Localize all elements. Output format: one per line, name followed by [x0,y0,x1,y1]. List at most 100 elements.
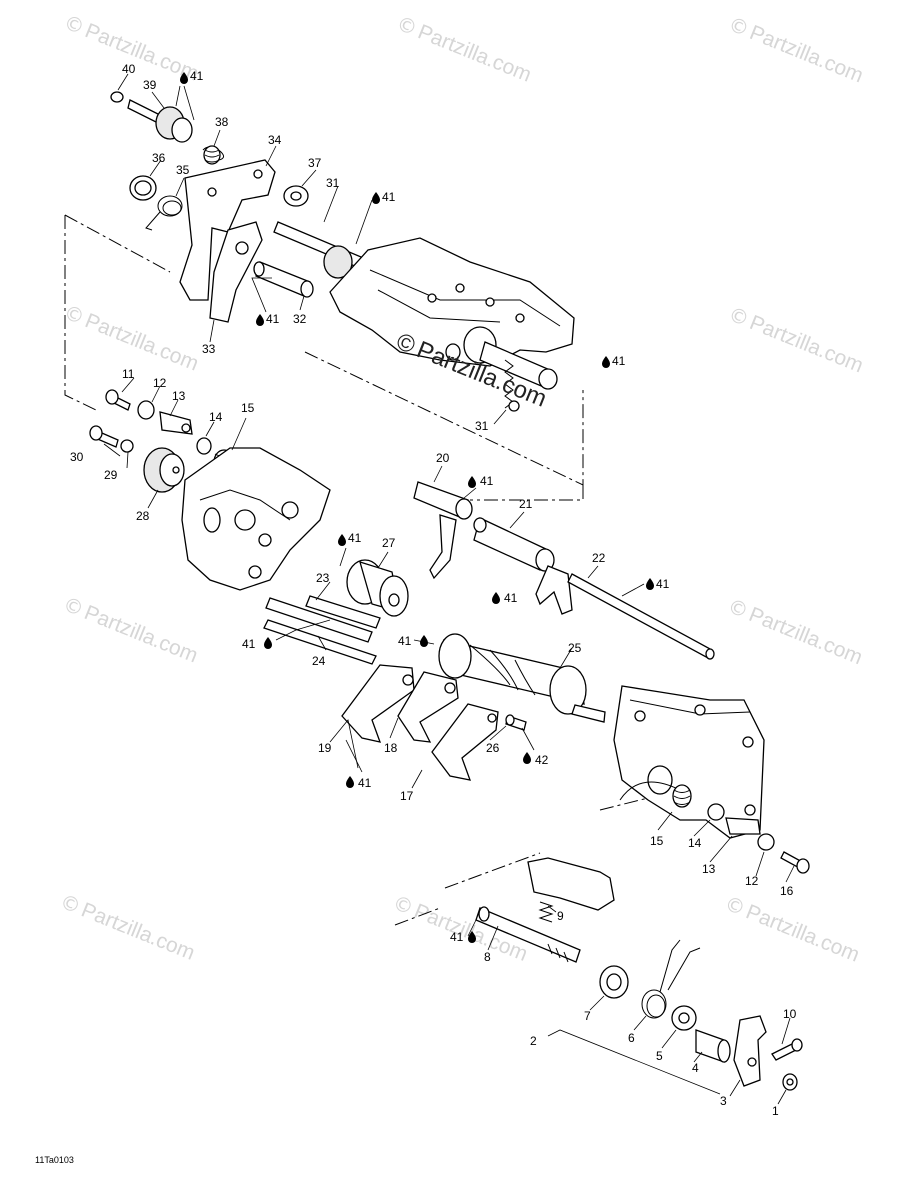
oil-drop-icon [346,776,354,788]
callout-labels: 40 39 41 38 36 35 34 37 31 41 41 32 33 4… [70,62,797,1118]
lower-shift-shaft [475,857,803,1091]
callout-23: 23 [316,571,330,585]
callout-29: 29 [104,468,118,482]
callout-41: 41 [348,531,362,545]
watermark: Partzilla.com [78,898,198,964]
oil-drop-icon [602,356,610,368]
gear-part-31 [323,245,353,279]
callout-41: 41 [480,474,494,488]
callout-41: 41 [382,190,396,204]
callout-35: 35 [176,163,190,177]
watermark: Partzilla.com [743,900,863,966]
shift-plate-part-8 [527,857,615,911]
callout-26: 26 [486,741,500,755]
top-shift-assembly [110,91,381,323]
callout-10: 10 [783,1007,797,1021]
callout-15: 15 [241,401,255,415]
callout-22: 22 [592,551,606,565]
oil-drop-icon [468,931,476,943]
oil-drop-icon [420,635,428,647]
lever-part-33 [209,221,263,323]
housing-left [181,447,331,591]
callout-3: 3 [720,1094,727,1108]
callout-12: 12 [745,874,759,888]
oil-drop-icon [264,637,272,649]
oil-drop-icons [180,72,654,943]
callout-31: 31 [326,176,340,190]
watermark: Partzilla.com [746,603,866,669]
callout-41: 41 [450,930,464,944]
spring-part-38 [202,145,225,165]
callout-19: 19 [318,741,332,755]
fork-part-17 [431,703,499,781]
arm-part-13-right [725,817,761,835]
lever-part-3 [733,1015,767,1087]
watermark: Partzilla.com [746,21,866,87]
callout-41: 41 [190,69,204,83]
washer-part-12 [137,400,155,420]
callout-14: 14 [209,410,223,424]
callout-11: 11 [122,367,135,381]
watermark: Partzilla.com [746,311,866,377]
callout-32: 32 [293,312,307,326]
rod-part-24 [263,619,377,665]
oil-drop-icon [338,534,346,546]
right-housing [613,685,810,874]
callout-39: 39 [143,78,157,92]
callout-40: 40 [122,62,136,76]
rod-part-23 [265,597,373,643]
oil-drop-icon [492,592,500,604]
oil-drop-icon [468,476,476,488]
spring-part-9 [538,901,554,923]
leader-lines [103,73,795,1105]
callout-5: 5 [656,1049,663,1063]
drawing-code: 11Ta0103 [35,1155,74,1165]
washer-part-14 [196,437,212,455]
upper-housing [329,237,575,412]
housing-right [613,685,765,839]
callout-27: 27 [382,536,396,550]
watermark: Partzilla.com [415,20,535,86]
callout-41: 41 [266,312,280,326]
torsion-spring-part-6 [641,939,701,1019]
spring-part-15-right [672,784,692,808]
shaft-part-8 [475,907,581,963]
callout-7: 7 [584,1009,591,1023]
callout-42: 42 [535,753,549,767]
callout-41: 41 [504,591,518,605]
callout-31: 31 [475,419,489,433]
callout-16: 16 [780,884,794,898]
callout-12: 12 [153,376,167,390]
oil-drop-icon [646,578,654,590]
callout-4: 4 [692,1061,699,1075]
callout-6: 6 [628,1031,635,1045]
callout-17: 17 [400,789,414,803]
callout-33: 33 [202,342,216,356]
oil-drop-icon [523,752,531,764]
oil-drop-icon [180,72,188,84]
callout-34: 34 [268,133,282,147]
callout-18: 18 [384,741,398,755]
callout-1: 1 [772,1104,779,1118]
washer-part-14-right [707,803,725,821]
washer-part-12-right [757,833,775,851]
callout-38: 38 [215,115,229,129]
callout-41: 41 [656,577,670,591]
torsion-spring-part-35 [145,195,183,231]
callout-41: 41 [242,637,256,651]
callout-15: 15 [650,834,664,848]
callout-13: 13 [172,389,186,403]
fork-part-21 [473,517,549,571]
callout-9: 9 [557,909,564,923]
left-housing [181,447,331,591]
housing-upper [329,237,575,367]
shift-drum-assembly [263,481,715,781]
callout-41: 41 [358,776,372,790]
callout-2: 2 [530,1034,537,1048]
callout-36: 36 [152,151,166,165]
callout-8: 8 [484,950,491,964]
oil-drop-icon [372,192,380,204]
callout-14: 14 [688,836,702,850]
callout-30: 30 [70,450,84,464]
